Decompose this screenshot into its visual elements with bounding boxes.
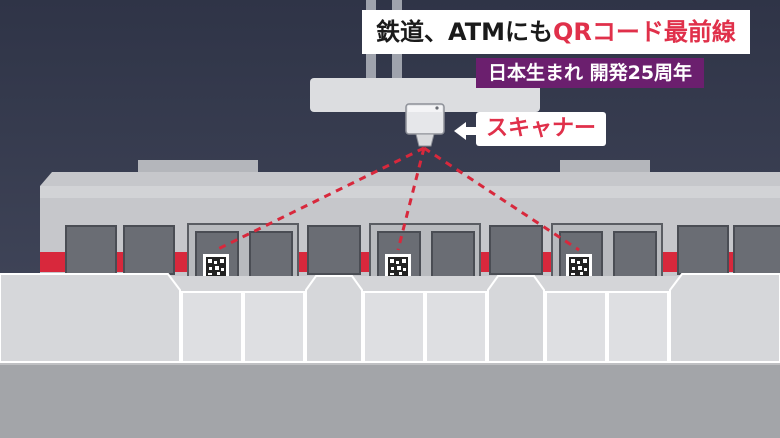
train-windows [65, 225, 780, 275]
scan-beams [215, 146, 580, 252]
subheadline-box: 日本生まれ 開発25周年 [476, 58, 705, 88]
scanner-label: スキャナー [486, 116, 597, 141]
qr-code-icon [566, 254, 592, 280]
headline-part2: QRコード最前線 [552, 18, 736, 46]
qr-code-icon [203, 254, 229, 280]
qr-code-icon [385, 254, 411, 280]
subheadline: 日本生まれ 開発25周年 [488, 61, 693, 84]
arrow-left-icon [454, 122, 478, 140]
ticket-gates [0, 273, 780, 363]
scanner-label-box: スキャナー [476, 112, 607, 146]
scanner-icon [405, 103, 445, 147]
headline-part1: 鉄道、ATMにも [376, 18, 553, 46]
